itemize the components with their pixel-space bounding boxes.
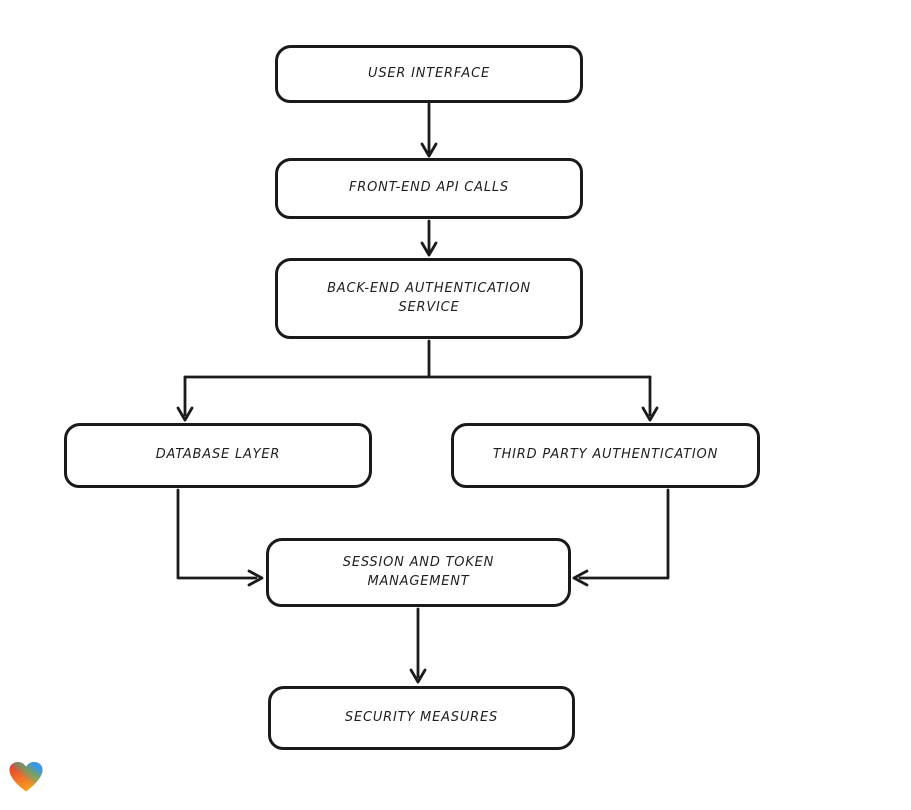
arrowhead-down: [420, 241, 438, 257]
node-front-end-api-calls[interactable]: FRONT-END API CALLS: [275, 158, 583, 219]
node-label: USER INTERFACE: [368, 65, 490, 81]
node-label: SECURITY MEASURES: [344, 709, 499, 725]
node-label: THIRD PARTY AUTHENTICATION: [492, 447, 719, 463]
node-back-end-authentication-service[interactable]: BACK-END AUTHENTICATION SERVICE: [275, 258, 583, 339]
node-security-measures[interactable]: SECURITY MEASURES: [268, 686, 575, 750]
node-third-party-authentication[interactable]: THIRD PARTY AUTHENTICATION: [451, 423, 760, 488]
arrowhead-down: [176, 406, 194, 422]
node-label: BACK-END AUTHENTICATION SERVICE: [327, 280, 531, 315]
node-label: SESSION AND TOKEN MANAGEMENT: [342, 554, 495, 589]
node-session-and-token-management[interactable]: SESSION AND TOKEN MANAGEMENT: [266, 538, 571, 607]
arrowhead-right: [247, 569, 264, 587]
node-label: DATABASE LAYER: [155, 447, 281, 463]
arrowhead-down: [420, 142, 438, 158]
node-label: FRONT-END API CALLS: [349, 180, 509, 196]
arrowhead-down: [409, 668, 427, 684]
edge-thirdparty-to-session: [578, 488, 670, 580]
edge-backend-split: [183, 339, 652, 379]
arrowhead-left: [572, 569, 589, 587]
node-database-layer[interactable]: DATABASE LAYER: [64, 423, 372, 488]
edge-database-to-session: [176, 488, 258, 580]
arrowhead-down: [641, 406, 659, 422]
gradient-heart-icon[interactable]: [8, 760, 44, 794]
node-user-interface[interactable]: USER INTERFACE: [275, 45, 583, 103]
